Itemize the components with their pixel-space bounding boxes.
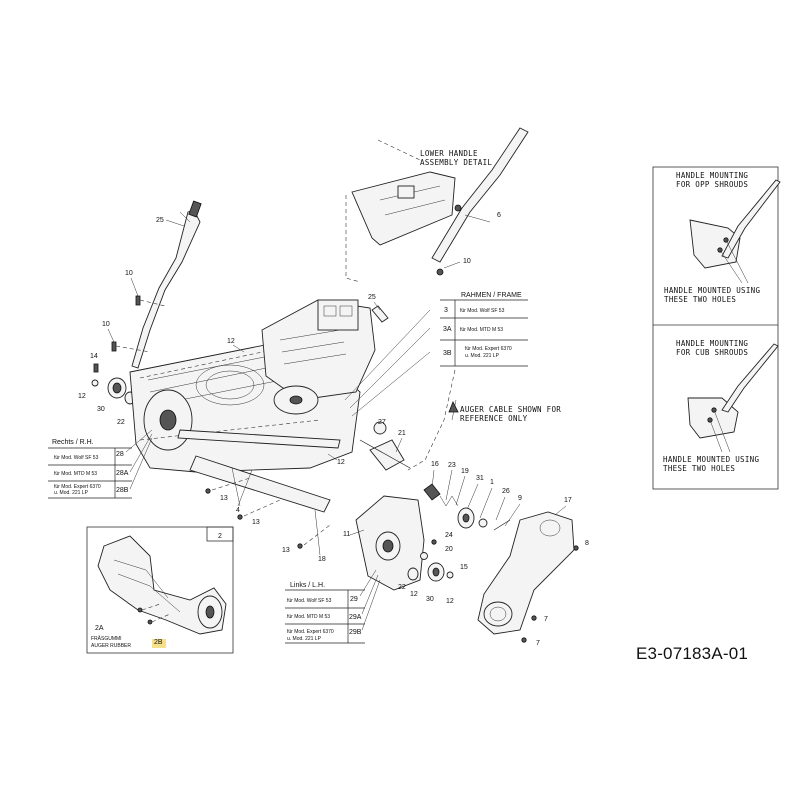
frame-row-1-text: für Mod. Wolf SF 53 <box>460 308 505 314</box>
part-label-22b: 22 <box>398 584 406 591</box>
right-row-1-num: 28 <box>116 451 124 458</box>
auger-housing-and-engine: 25 12 12 AUGER CABLE SHOWN FOR REFERENCE… <box>129 294 561 563</box>
auger-cable-caption-line2: REFERENCE ONLY <box>460 414 528 423</box>
part-label-4: 4 <box>236 507 240 514</box>
part-label-9: 9 <box>518 495 522 502</box>
part-label-7b: 7 <box>536 640 540 647</box>
frame-row-3-text-line1: für Mod. Expert 6370 <box>465 346 512 352</box>
frame-row-3-text-line2: u. Mod. 221 LP <box>465 353 500 359</box>
cub-shrouds-note-line2: THESE TWO HOLES <box>663 464 735 473</box>
right-row-3-text-line1: für Mod. Expert 6370 <box>54 484 101 490</box>
part-label-20: 20 <box>445 546 453 553</box>
left-row-3-num: 29B <box>349 629 362 636</box>
part-label-12a: 12 <box>78 393 86 400</box>
lower-handle-caption-line2: ASSEMBLY DETAIL <box>420 158 492 167</box>
left-handle-assembly: 25 10 10 14 12 30 22 <box>78 200 202 426</box>
right-row-3-text-line2: u. Mod. 221 LP <box>54 490 89 496</box>
inset-part-2a: 2A <box>95 625 104 632</box>
frame-table: RAHMEN / FRAME 3 für Mod. Wolf SF 53 3A … <box>440 292 528 367</box>
frame-row-1-num: 3 <box>444 307 448 314</box>
left-table-title: Links / L.H. <box>290 582 325 589</box>
left-row-2-text: für Mod. MTD M 53 <box>287 614 330 620</box>
part-label-12e: 12 <box>446 598 454 605</box>
part-label-8: 8 <box>585 540 589 547</box>
part-label-16: 16 <box>431 461 439 468</box>
part-label-26: 26 <box>502 488 510 495</box>
highlight-marker <box>152 639 166 648</box>
part-label-10a: 10 <box>125 270 133 277</box>
opp-shrouds-note-line2: THESE TWO HOLES <box>664 295 736 304</box>
part-label-14: 14 <box>90 353 98 360</box>
right-row-3-num: 28B <box>116 487 129 494</box>
right-row-2-text: für Mod. MTD M 53 <box>54 471 97 477</box>
frame-table-title: RAHMEN / FRAME <box>461 292 522 299</box>
part-label-25b: 25 <box>368 294 376 301</box>
part-label-23: 23 <box>448 462 456 469</box>
part-label-19: 19 <box>461 468 469 475</box>
handle-mounting-panel-frame <box>652 166 779 490</box>
part-label-21: 21 <box>398 430 406 437</box>
part-label-12d: 12 <box>410 591 418 598</box>
auger-drive-parts: 27 21 16 23 19 31 1 26 9 11 24 20 22 <box>343 419 522 605</box>
left-row-1-num: 29 <box>350 596 358 603</box>
part-label-10b: 10 <box>102 321 110 328</box>
frame-row-2-text: für Mod. MTD M 53 <box>460 327 503 333</box>
part-label-11: 11 <box>343 531 350 538</box>
lower-handle-detail: LOWER HANDLE ASSEMBLY DETAIL 6 10 <box>345 127 529 283</box>
auger-rubber-caption-line2: AUGER RUBBER <box>91 643 131 649</box>
auger-rubber-inset: 2 2A FRÄSGUMMI AUGER RUBBER <box>86 526 234 654</box>
part-label-12b: 12 <box>227 338 235 345</box>
part-label-30b: 30 <box>426 596 434 603</box>
part-label-1: 1 <box>490 479 494 486</box>
left-side-table: Links / L.H. für Mod. Wolf SF 53 29 für … <box>285 569 381 644</box>
part-label-12c: 12 <box>337 459 345 466</box>
cub-shrouds-title-line2: FOR CUB SHROUDS <box>676 348 748 357</box>
right-side-table: Rechts / R.H. für Mod. Wolf SF 53 28 für… <box>48 429 153 499</box>
right-table-title: Rechts / R.H. <box>52 439 94 446</box>
opp-shrouds-title-line2: FOR OPP SHROUDS <box>676 180 748 189</box>
part-label-25: 25 <box>156 217 164 224</box>
inset-box-label: 2 <box>218 533 222 540</box>
left-row-3-text-line1: für Mod. Expert 6370 <box>287 629 334 635</box>
part-label-27: 27 <box>378 419 386 426</box>
left-row-1-text: für Mod. Wolf SF 53 <box>287 598 332 604</box>
right-row-1-text: für Mod. Wolf SF 53 <box>54 455 99 461</box>
part-label-30a: 30 <box>97 406 105 413</box>
inset-part-2b: 2B <box>154 639 163 646</box>
left-row-2-num: 29A <box>349 614 362 621</box>
part-label-7a: 7 <box>544 616 548 623</box>
part-label-13a: 13 <box>220 495 228 502</box>
part-label-15: 15 <box>460 564 468 571</box>
part-label-10: 10 <box>463 258 471 265</box>
auger-rubber-caption-line1: FRÄSGUMMI <box>91 635 122 642</box>
part-label-6: 6 <box>497 212 501 219</box>
frame-row-3-num: 3B <box>443 350 452 357</box>
auger-cable-caption-line1: AUGER CABLE SHOWN FOR <box>460 405 561 414</box>
part-label-22a: 22 <box>117 419 125 426</box>
belt-cover: 17 8 7 7 <box>477 497 589 647</box>
opp-shrouds-note-line1: HANDLE MOUNTED USING <box>664 286 760 295</box>
opp-shrouds-title-line1: HANDLE MOUNTING <box>676 171 748 180</box>
lower-handle-caption-line1: LOWER HANDLE <box>420 149 478 158</box>
frame-row-2-num: 3A <box>443 326 452 333</box>
handle-mounting-panels: HANDLE MOUNTING FOR OPP SHROUDS HANDLE M… <box>652 166 781 490</box>
part-label-18: 18 <box>318 556 326 563</box>
inset-frame <box>86 526 234 654</box>
right-row-2-num: 28A <box>116 470 129 477</box>
part-label-31: 31 <box>476 475 484 482</box>
part-label-17: 17 <box>564 497 572 504</box>
part-label-13c: 13 <box>282 547 290 554</box>
part-label-13b: 13 <box>252 519 260 526</box>
cub-shrouds-note-line1: HANDLE MOUNTED USING <box>663 455 759 464</box>
cub-shrouds-title-line1: HANDLE MOUNTING <box>676 339 748 348</box>
diagram-code: E3-07183A-01 <box>636 644 749 663</box>
left-row-3-text-line2: u. Mod. 221 LP <box>287 636 322 642</box>
part-label-24: 24 <box>445 532 453 539</box>
